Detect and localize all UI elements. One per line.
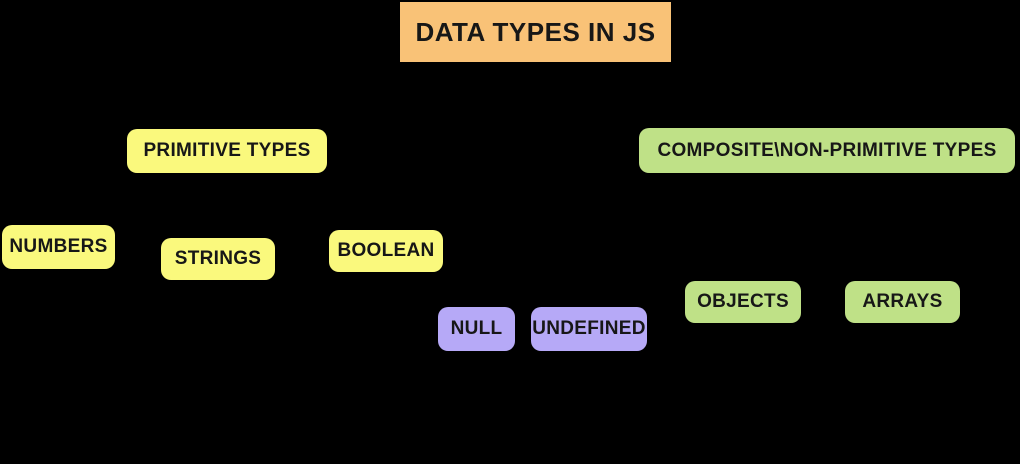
- strings-box: STRINGS: [161, 238, 275, 280]
- null-box: NULL: [438, 307, 515, 351]
- undefined-box: UNDEFINED: [531, 307, 647, 351]
- objects-box: OBJECTS: [685, 281, 801, 323]
- primitive-types-box: PRIMITIVE TYPES: [127, 129, 327, 173]
- boolean-box: BOOLEAN: [329, 230, 443, 272]
- arrays-box: ARRAYS: [845, 281, 960, 323]
- diagram-title-box: DATA TYPES IN JS: [400, 2, 671, 62]
- numbers-box: NUMBERS: [2, 225, 115, 269]
- composite-types-box: COMPOSITE\NON-PRIMITIVE TYPES: [639, 128, 1015, 173]
